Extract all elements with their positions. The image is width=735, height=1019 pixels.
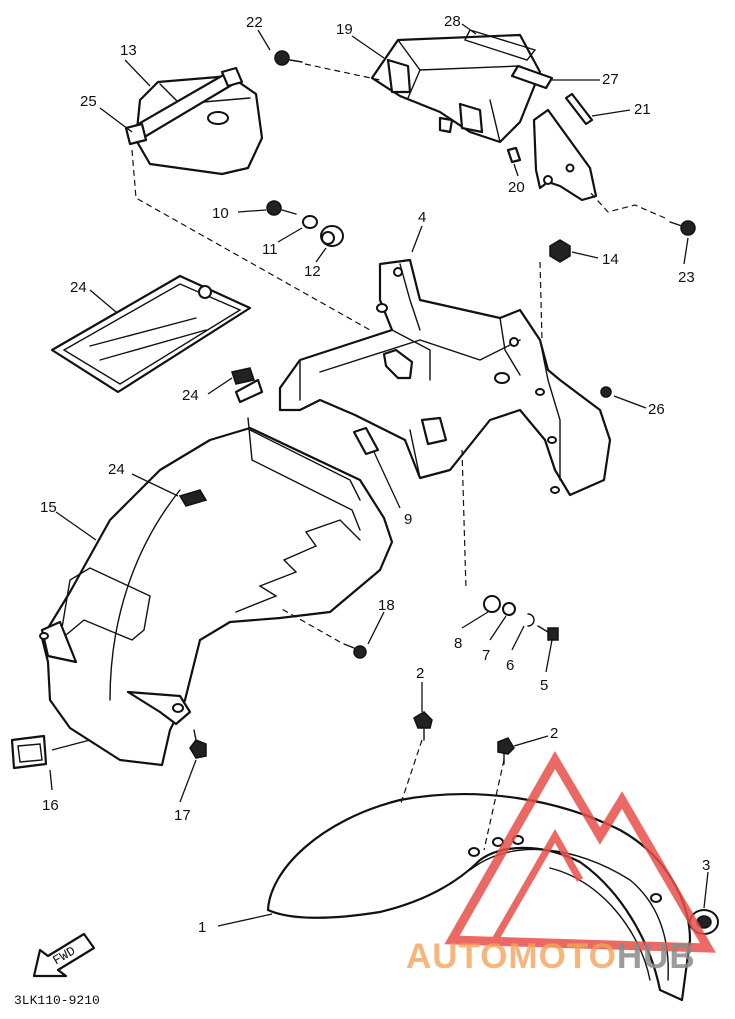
bolt-22-top	[274, 50, 381, 81]
bolt-2-left	[413, 711, 433, 741]
callout-19: 19	[336, 21, 353, 38]
callouts: 13 25 22 19 28 27 21 20 23 10 11 12 4 14…	[40, 13, 710, 936]
battery-box	[124, 66, 264, 176]
watermark-part2: HUB	[617, 937, 696, 976]
washer-7	[502, 602, 516, 616]
callout-4: 4	[418, 209, 426, 226]
callout-7: 7	[482, 647, 490, 664]
callout-2-right: 2	[550, 725, 558, 742]
grommet-24-lower	[178, 489, 208, 507]
callout-17: 17	[174, 807, 191, 824]
rear-frame-bracket	[278, 258, 612, 497]
bolt-17	[189, 729, 207, 759]
drawing-code: 3LK110-9210	[14, 993, 100, 1008]
clip-9	[352, 426, 380, 456]
rear-fender	[39, 378, 394, 767]
watermark-text: AUTOMOTOHUB	[406, 937, 696, 976]
bolt-5	[537, 625, 559, 641]
nut-14	[539, 239, 571, 341]
callout-15: 15	[40, 499, 57, 516]
bolt-2-right	[497, 737, 515, 765]
watermark-logo	[444, 751, 716, 953]
clip-6	[527, 613, 535, 627]
bolt-10	[266, 200, 297, 216]
callout-9: 9	[404, 511, 412, 528]
pin	[506, 146, 522, 164]
callout-6: 6	[506, 657, 514, 674]
callout-28: 28	[444, 13, 461, 30]
reflector-strip	[510, 64, 554, 90]
callout-24-lower: 24	[108, 461, 125, 478]
callout-25: 25	[80, 93, 97, 110]
reflector-16	[10, 734, 48, 770]
tail-lens	[464, 29, 537, 61]
leader-lines	[49, 23, 709, 927]
tail-stay	[532, 92, 598, 202]
callout-12: 12	[304, 263, 321, 280]
collar-12	[320, 225, 344, 247]
callout-11: 11	[262, 241, 278, 258]
callout-13: 13	[120, 42, 137, 59]
washer-11	[302, 215, 318, 229]
callout-5: 5	[540, 677, 548, 694]
grommet-26	[600, 386, 612, 398]
front-fender	[266, 739, 692, 1002]
callout-20: 20	[508, 179, 525, 196]
callout-2-left: 2	[416, 665, 424, 682]
callout-21: 21	[634, 101, 651, 118]
callout-18: 18	[378, 597, 395, 614]
callout-8: 8	[454, 635, 462, 652]
callout-22-right: 23	[678, 269, 695, 286]
grommet-24-top	[231, 367, 255, 385]
tail-light-unit	[370, 33, 542, 144]
watermark-part1: AUTOMOTO	[406, 937, 617, 976]
callout-26: 26	[648, 401, 665, 418]
callout-24-top: 24	[182, 387, 199, 404]
forward-arrow: FWD	[32, 932, 96, 978]
callout-1: 1	[198, 919, 206, 936]
collar-8	[483, 595, 501, 613]
callout-22-top: 22	[246, 14, 263, 31]
bolt-18	[279, 607, 367, 659]
callout-14: 14	[602, 251, 619, 268]
callout-10: 10	[212, 205, 229, 222]
bolt-22-right	[589, 191, 696, 236]
callout-3: 3	[702, 857, 710, 874]
license-plate-bracket	[50, 274, 252, 394]
callout-16: 16	[42, 797, 59, 814]
callout-27: 27	[602, 71, 619, 88]
callout-23: 24	[70, 279, 87, 296]
